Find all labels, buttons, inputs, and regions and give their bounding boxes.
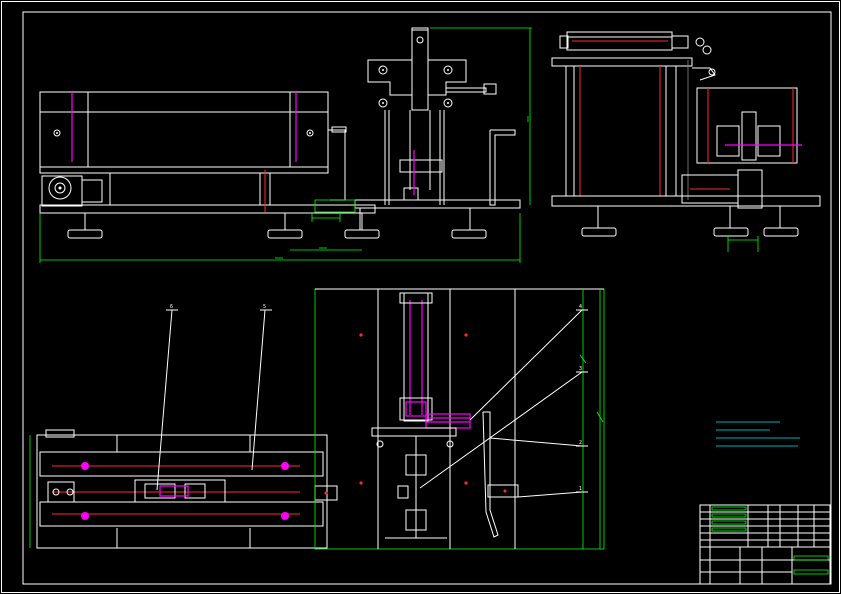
section-view — [314, 288, 605, 550]
part-balloon-4: 4 — [579, 304, 582, 310]
part-balloon-6: 6 — [170, 304, 173, 310]
technical-requirements — [716, 421, 800, 447]
plan-view — [29, 429, 338, 549]
front-elevation-view — [39, 91, 521, 263]
part-balloon-3: 3 — [579, 366, 582, 372]
part-balloon-1: 1 — [579, 486, 582, 492]
inner-drawing-frame — [22, 11, 832, 585]
slider-carriage — [134, 479, 226, 503]
middle-elevation-view — [314, 27, 532, 239]
leveling-feet-front — [67, 213, 380, 239]
drive-gearbox — [41, 175, 83, 207]
side-elevation-view — [551, 31, 821, 252]
part-balloon-5: 5 — [263, 304, 266, 310]
title-block — [699, 504, 831, 585]
part-leaders: 6 5 4 3 2 1 — [156, 304, 588, 498]
part-balloon-2: 2 — [579, 440, 582, 446]
main-housing — [39, 91, 329, 168]
